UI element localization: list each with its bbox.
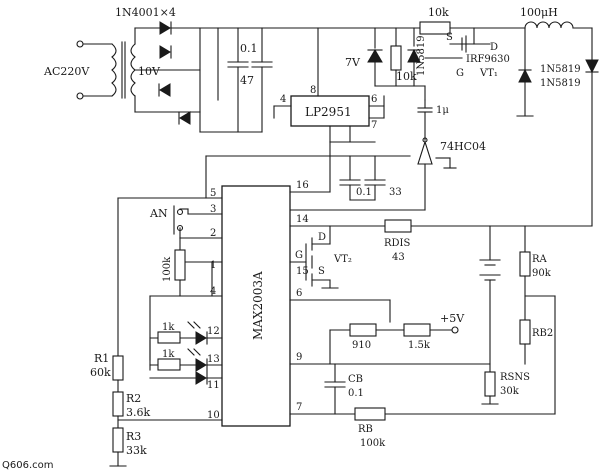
r1-value: 60k (90, 366, 111, 379)
r3-value: 33k (126, 444, 147, 457)
rdis-resistor (384, 219, 412, 233)
ldo-pin-7: 7 (371, 120, 377, 131)
transformer (121, 27, 136, 113)
max2003a-label: MAX2003A (251, 271, 265, 340)
bridge-rectifier (134, 21, 219, 125)
chip-right-wiring (289, 141, 593, 415)
rb2-label: RB2 (532, 328, 553, 339)
watermark: Q606.com (2, 460, 54, 471)
voltage-divider (109, 355, 127, 467)
filter-capacitors (199, 27, 319, 133)
nmos-vt2 (305, 225, 339, 289)
cb-label: CB (348, 374, 363, 385)
vplus-5v-label: +5V (440, 312, 465, 325)
inverter-label: 74HC04 (440, 140, 486, 153)
top-rail (317, 21, 526, 101)
ldo-pin-4: 4 (280, 94, 286, 105)
inductor-label: 100μH (520, 6, 558, 19)
nmos-g-label: G (295, 250, 303, 261)
ac-voltage-label: AC220V (43, 65, 90, 78)
ra-value: 90k (532, 268, 552, 279)
lp2951-wiring (273, 27, 385, 143)
rdis-label: RDIS (384, 238, 410, 249)
pmos-vt1 (424, 27, 491, 59)
rb-value: 100k (360, 438, 386, 449)
res-1k-a-label: 1k (162, 322, 175, 333)
pmos-d-label: D (490, 42, 498, 53)
pin-13: 13 (207, 354, 220, 365)
cb-value: 0.1 (348, 388, 364, 399)
bridge-diode-label: 1N4001×4 (115, 6, 176, 19)
rdis-value: 43 (392, 252, 405, 263)
diode-1n5819-a-label: 1N5819 (416, 35, 427, 76)
pin-4: 4 (210, 286, 216, 297)
cap-1u-label: 1μ (436, 105, 449, 116)
ra-label: RA (532, 254, 548, 265)
battery-pack (479, 225, 501, 405)
pin-9: 9 (296, 352, 302, 363)
cap-0.1-b-label: 0.1 (356, 187, 372, 198)
pin-1: 1 (210, 260, 216, 271)
res-100k-left-label: 100k (162, 256, 173, 282)
res-10k-top-label: 10k (428, 6, 449, 19)
res-10k-vert-label: 10k (396, 70, 417, 83)
pin-14: 14 (296, 214, 309, 225)
pin-11: 11 (207, 380, 220, 391)
nmos-d-label: D (318, 232, 326, 243)
res-910-label: 910 (352, 340, 371, 351)
r1-label: R1 (94, 352, 109, 365)
ldo-pin-8: 8 (310, 85, 316, 96)
inductor (516, 21, 599, 227)
led-row-13 (157, 348, 208, 372)
pin-12: 12 (207, 326, 220, 337)
pin-6: 6 (296, 288, 302, 299)
cap-1u-and-inverter (289, 99, 457, 211)
rb-resistor (354, 407, 386, 421)
cap-47-label: 47 (240, 74, 254, 87)
lp2951-label: LP2951 (305, 105, 352, 119)
rsns-label: RSNS (500, 372, 530, 383)
secondary-voltage-label: 10V (138, 65, 161, 78)
pin-7: 7 (296, 402, 302, 413)
res-1k-b-label: 1k (162, 349, 175, 360)
pin-3: 3 (210, 204, 216, 215)
ref-resistors (329, 323, 459, 365)
pmos-vt1-label: VT₁ (479, 68, 498, 79)
rsns-value: 30k (500, 386, 520, 397)
pin-15: 15 (296, 266, 309, 277)
r3-label: R3 (126, 430, 141, 443)
lp2951-chip (290, 95, 370, 127)
an-button-label: AN (149, 207, 168, 220)
led-row-12 (157, 321, 208, 345)
nmos-s-label: S (318, 266, 325, 277)
pin-2: 2 (210, 228, 216, 239)
pin-10: 10 (207, 410, 220, 421)
ac-input (76, 40, 117, 100)
pin-16: 16 (296, 180, 309, 191)
diode-1n5819-c-label: 1N5819 (540, 78, 581, 89)
rb-label: RB (358, 424, 373, 435)
pmos-g-label: G (456, 68, 464, 79)
pmos-part-label: IRF9630 (466, 54, 510, 65)
pin-5: 5 (210, 188, 216, 199)
ra-rb2-chain (519, 225, 556, 415)
res-1.5k-label: 1.5k (408, 340, 431, 351)
nmos-vt2-label: VT₂ (333, 254, 352, 265)
r2-label: R2 (126, 392, 141, 405)
max2003a-chip (221, 185, 291, 427)
diode-1n5819-b-label: 1N5819 (540, 64, 581, 75)
zener-7v-label: 7V (345, 56, 361, 69)
r2-value: 3.6k (126, 406, 150, 419)
ldo-pin-6: 6 (371, 94, 377, 105)
cap-0.1-label: 0.1 (240, 42, 258, 55)
pmos-s-label: S (446, 32, 453, 43)
an-pushbutton (173, 205, 189, 239)
cb-capacitor (324, 363, 346, 415)
diode-row-11 (195, 371, 208, 385)
cap-33-label: 33 (389, 187, 402, 198)
